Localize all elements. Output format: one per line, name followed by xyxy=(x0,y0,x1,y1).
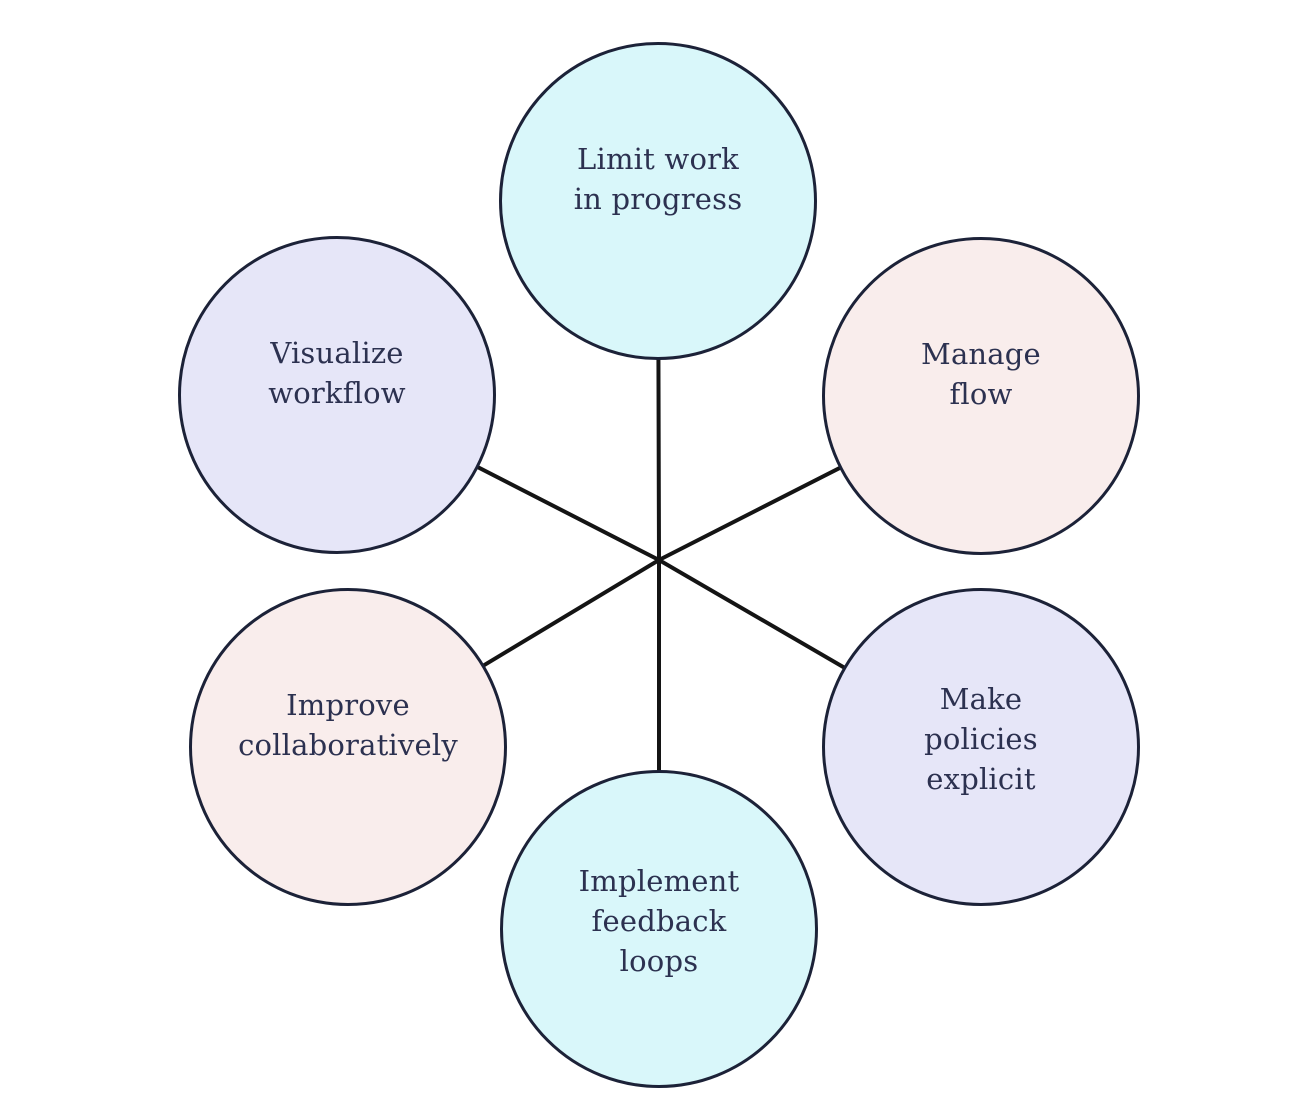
node-improve-collaboratively: Improve collaboratively xyxy=(189,588,507,906)
node-manage-flow: Manage flow xyxy=(822,237,1140,555)
node-visualize-workflow: Visualize workflow xyxy=(178,236,496,554)
node-label: Improve collaboratively xyxy=(238,687,458,762)
node-label: Manage flow xyxy=(921,336,1041,411)
node-label: Make policies explicit xyxy=(924,681,1038,796)
node-limit-work-in-progress: Limit work in progress xyxy=(499,42,817,360)
node-label: Visualize workflow xyxy=(268,335,406,410)
node-make-policies-explicit: Make policies explicit xyxy=(822,588,1140,906)
node-label: Limit work in progress xyxy=(573,141,743,216)
node-implement-feedback-loops: Implement feedback loops xyxy=(500,770,818,1088)
node-label: Implement feedback loops xyxy=(578,863,740,978)
